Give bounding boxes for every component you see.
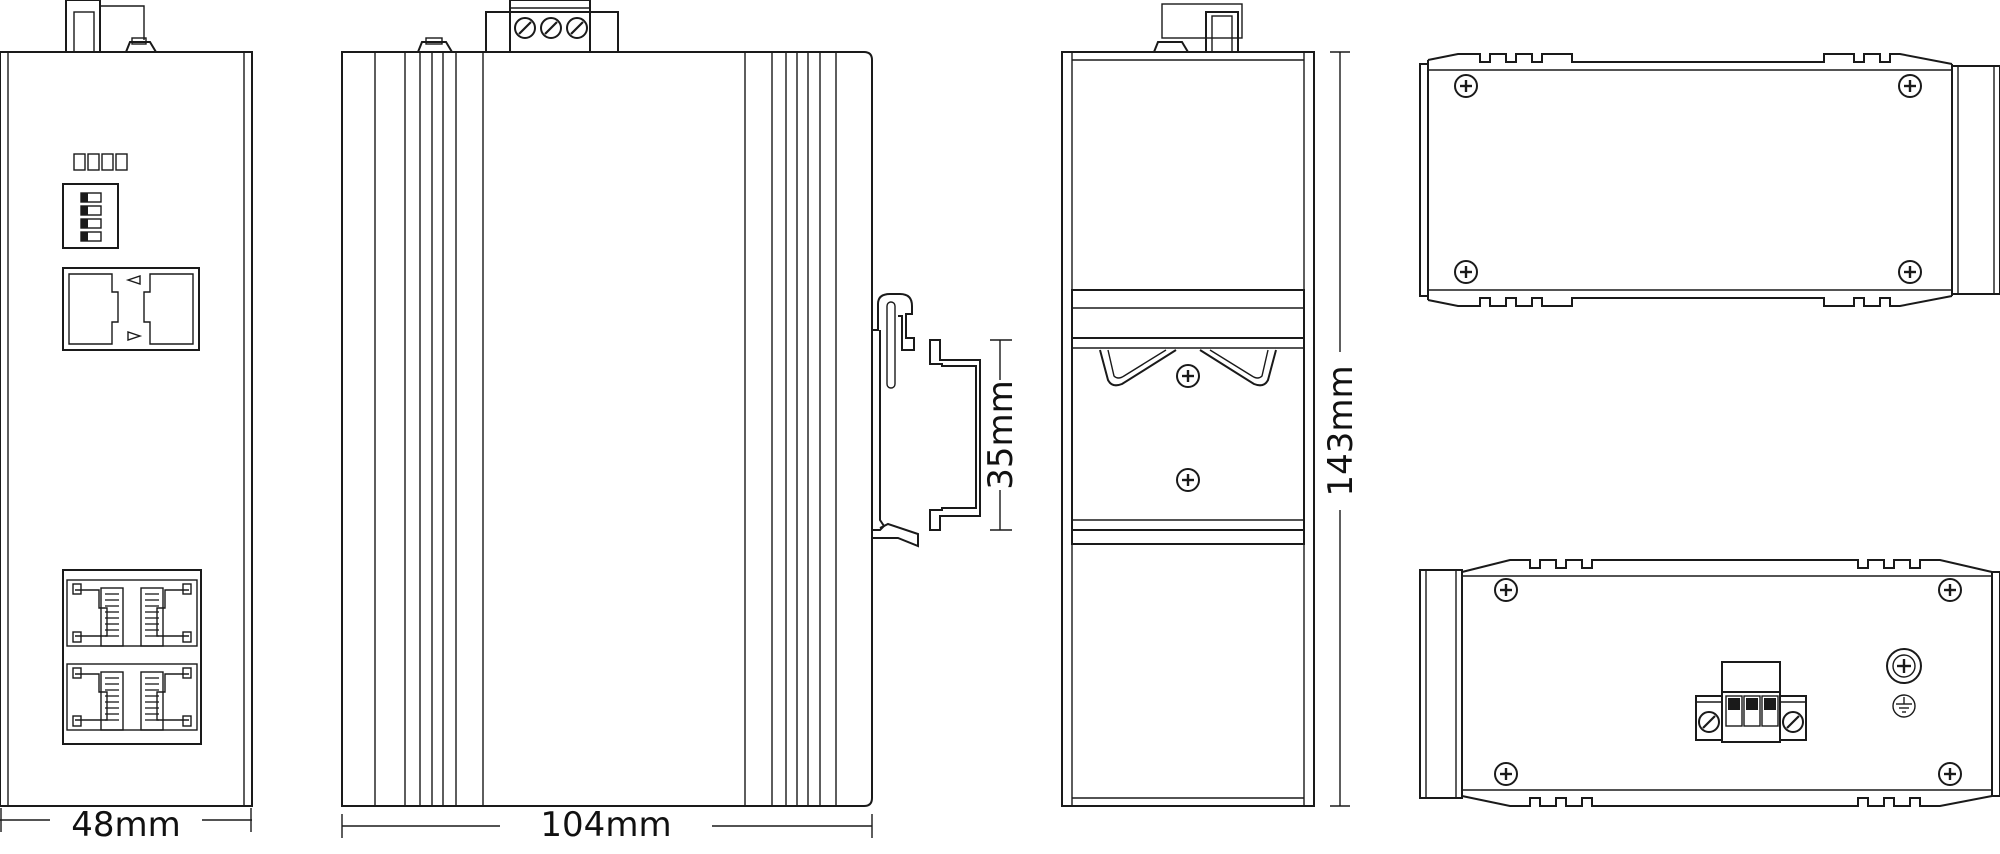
screw-icon xyxy=(1175,363,1201,389)
front-panel xyxy=(0,51,253,807)
side-terminal-block xyxy=(485,0,619,53)
screw-icon xyxy=(1493,577,1519,603)
screw-icon xyxy=(1897,259,1923,285)
screw-icon xyxy=(1937,577,1963,603)
front-top-connector xyxy=(65,0,101,53)
screw-icon xyxy=(1453,259,1479,285)
dip-switch xyxy=(62,183,119,249)
status-leds xyxy=(73,153,128,171)
screw-icon xyxy=(1175,467,1201,493)
screw-icon xyxy=(1453,73,1479,99)
terminal-screw-icon xyxy=(1697,710,1721,734)
front-view xyxy=(0,0,253,807)
rear-view xyxy=(1061,3,1315,807)
ground-screw xyxy=(1886,648,1922,684)
side-ribs xyxy=(374,52,837,806)
dimension-lines xyxy=(0,51,1350,838)
side-view xyxy=(341,0,981,807)
rear-panel xyxy=(1061,51,1315,807)
screw-icon xyxy=(1897,73,1923,99)
width-dimension-label: 48mm xyxy=(71,805,181,845)
side-panel xyxy=(341,51,873,807)
rail-dimension-label: 35mm xyxy=(981,380,1021,490)
top-view xyxy=(1419,53,2000,307)
ground-symbol-icon xyxy=(1892,694,1916,718)
terminal-screw-icon xyxy=(1781,710,1805,734)
sfp-ports xyxy=(62,267,200,351)
power-terminal-block xyxy=(1695,661,1807,743)
din-mounting-plate xyxy=(1071,289,1305,545)
depth-dimension-label: 104mm xyxy=(540,805,671,845)
bottom-view xyxy=(1419,559,2000,807)
screw-icon xyxy=(1937,761,1963,787)
din-rail-profile xyxy=(929,339,981,531)
din-clip xyxy=(872,293,919,548)
rj45-ports xyxy=(62,569,202,745)
height-dimension-label: 143mm xyxy=(1321,365,1361,496)
screw-icon xyxy=(1493,761,1519,787)
